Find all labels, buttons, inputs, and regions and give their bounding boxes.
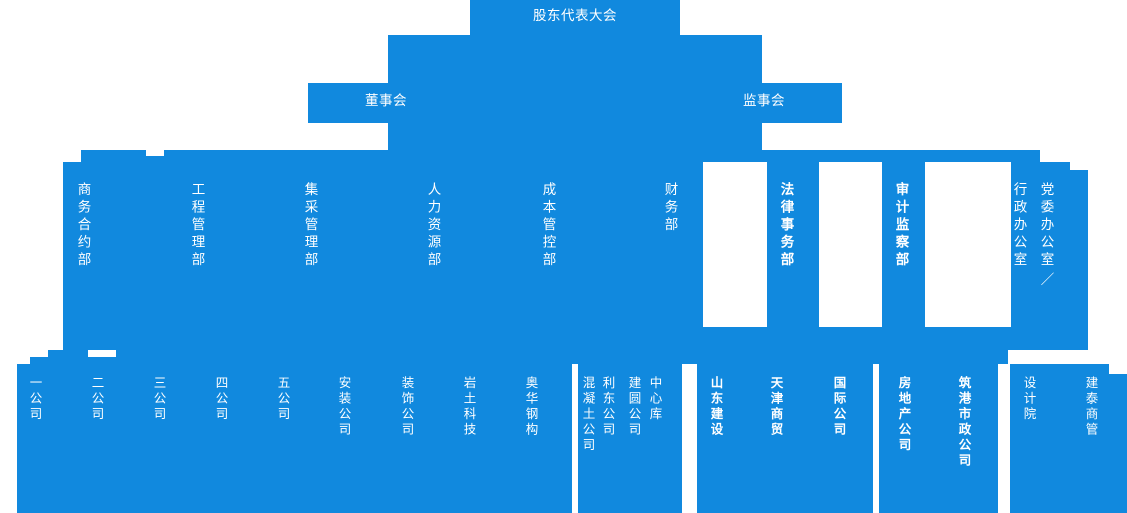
notch-left-step xyxy=(146,150,164,156)
level4-box-construction-group[interactable] xyxy=(17,364,572,513)
level4-box-materials-group[interactable] xyxy=(578,364,682,513)
gap-right-1 xyxy=(703,162,767,327)
level4-box-design-group[interactable] xyxy=(1010,364,1127,513)
gap-right-2 xyxy=(819,162,882,327)
notch-l4-left-b xyxy=(88,350,116,357)
notch-right-top xyxy=(1040,150,1088,162)
gap-right-3 xyxy=(925,162,1011,327)
level1-assembly-box[interactable] xyxy=(470,0,680,35)
notch-l4-left-a xyxy=(30,350,48,357)
notch-right-shoulder xyxy=(1070,162,1088,170)
notch-l4-right xyxy=(1109,364,1127,374)
notch-left-outer xyxy=(63,150,81,162)
level4-box-trade-group[interactable] xyxy=(697,364,873,513)
level3-band-left xyxy=(63,150,688,350)
trunk-right-to-level4 xyxy=(688,350,1008,364)
trunk-left-to-level4 xyxy=(30,350,688,364)
level4-box-realestate-group[interactable] xyxy=(879,364,998,513)
trunk-level1-to-level2 xyxy=(388,35,762,83)
trunk-level2-to-level3 xyxy=(388,123,762,150)
level2-band xyxy=(308,83,842,123)
